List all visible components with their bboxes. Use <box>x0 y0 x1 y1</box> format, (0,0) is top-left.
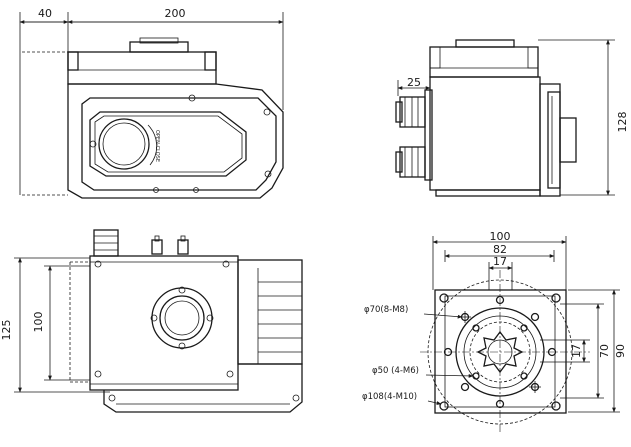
dim-side-25: 25 <box>407 76 421 89</box>
flange-view: 100 82 17 17 70 90 <box>362 230 627 432</box>
dim-bottom-100: 100 <box>32 312 45 333</box>
cable-gland-upper <box>395 96 426 128</box>
dim-flange-82: 82 <box>493 243 507 256</box>
bottom-view: 125 100 <box>0 229 303 413</box>
label-phi50: φ50 (4-M6) <box>372 366 419 376</box>
dim-flange-17-top: 17 <box>493 255 507 268</box>
label-phi108: φ108(4-M10) <box>362 392 417 402</box>
dim-flange-70: 70 <box>598 344 611 358</box>
dim-front-200: 200 <box>165 7 186 20</box>
dim-flange-90: 90 <box>614 344 627 358</box>
front-view: 40 200 OPEN-CLOSE <box>19 7 284 199</box>
cable-gland-lower <box>395 146 426 178</box>
dim-front-40: 40 <box>38 7 52 20</box>
dim-side-128: 128 <box>616 112 629 133</box>
side-view: 128 25 <box>395 39 629 197</box>
dial-text: OPEN-CLOSE <box>154 130 160 162</box>
dim-flange-100: 100 <box>490 230 511 243</box>
dim-bottom-125: 125 <box>0 320 13 341</box>
dim-flange-17-side: 17 <box>570 344 583 358</box>
label-phi70: φ70(8-M8) <box>364 305 408 315</box>
